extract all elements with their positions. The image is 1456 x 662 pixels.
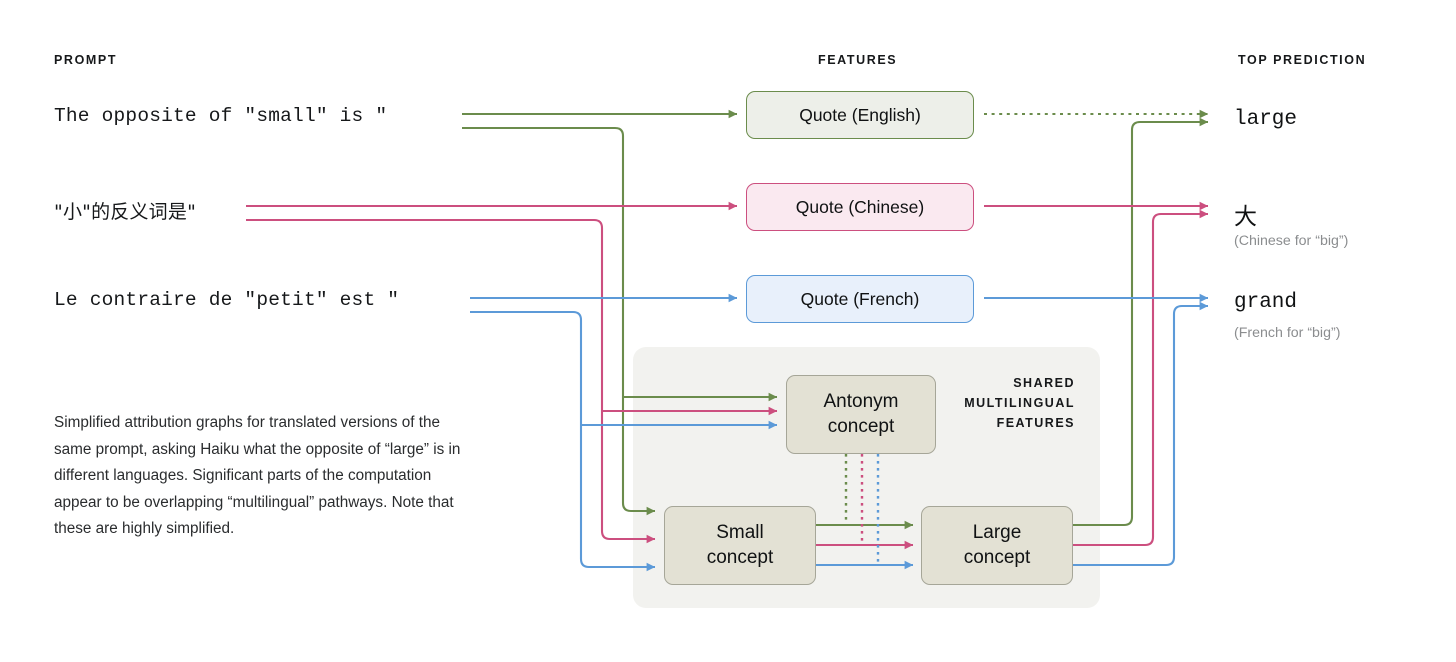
concept-box-antonym[interactable]: Antonym concept — [786, 375, 936, 454]
concept-box-small[interactable]: Small concept — [664, 506, 816, 585]
feature-label-quote-chinese: Quote (Chinese) — [795, 196, 925, 217]
prompt-french: Le contraire de "petit" est " — [54, 289, 400, 311]
concept-small-line-1: Small — [716, 521, 764, 543]
caption-text: Simplified attribution graphs for transl… — [54, 414, 461, 538]
concept-large-line-1: Large — [972, 521, 1022, 543]
feature-box-quote-chinese[interactable]: Quote (Chinese) — [746, 183, 974, 231]
column-header-prompt: PROMPT — [54, 53, 118, 67]
concept-label-small: Small concept — [707, 521, 774, 570]
column-header-top-prediction: TOP PREDICTION — [1238, 53, 1367, 67]
column-header-features: FEATURES — [818, 53, 898, 67]
prompt-english: The opposite of "small" is " — [54, 105, 388, 127]
prediction-note-french: (French for “big”) — [1234, 325, 1341, 341]
concept-label-antonym: Antonym concept — [824, 390, 899, 439]
feature-label-quote-english: Quote (English) — [799, 104, 921, 125]
concept-antonym-line-2: concept — [827, 415, 895, 437]
wire-english-trunk — [462, 126, 625, 503]
concept-small-line-2: concept — [706, 546, 774, 568]
prediction-french: grand — [1234, 291, 1298, 314]
concept-large-line-2: concept — [963, 546, 1031, 568]
feature-box-quote-french[interactable]: Quote (French) — [746, 275, 974, 323]
feature-label-quote-french: Quote (French) — [800, 288, 920, 309]
shared-label-line-2: MULTILINGUAL — [964, 396, 1075, 410]
prediction-note-chinese: (Chinese for “big”) — [1234, 233, 1349, 249]
concept-antonym-line-1: Antonym — [823, 390, 899, 412]
shared-label-line-3: FEATURES — [996, 416, 1075, 430]
feature-box-quote-english[interactable]: Quote (English) — [746, 91, 974, 139]
prediction-english: large — [1234, 108, 1298, 131]
concept-label-large: Large concept — [964, 521, 1031, 570]
concept-box-large[interactable]: Large concept — [921, 506, 1073, 585]
wire-french-trunk — [470, 310, 583, 559]
prompt-chinese: "小"的反义词是" — [54, 201, 197, 223]
prediction-chinese: 大 — [1234, 204, 1257, 230]
shared-label-line-1: SHARED — [1013, 376, 1075, 390]
shared-features-label: SHARED MULTILINGUAL FEATURES — [930, 373, 1075, 433]
